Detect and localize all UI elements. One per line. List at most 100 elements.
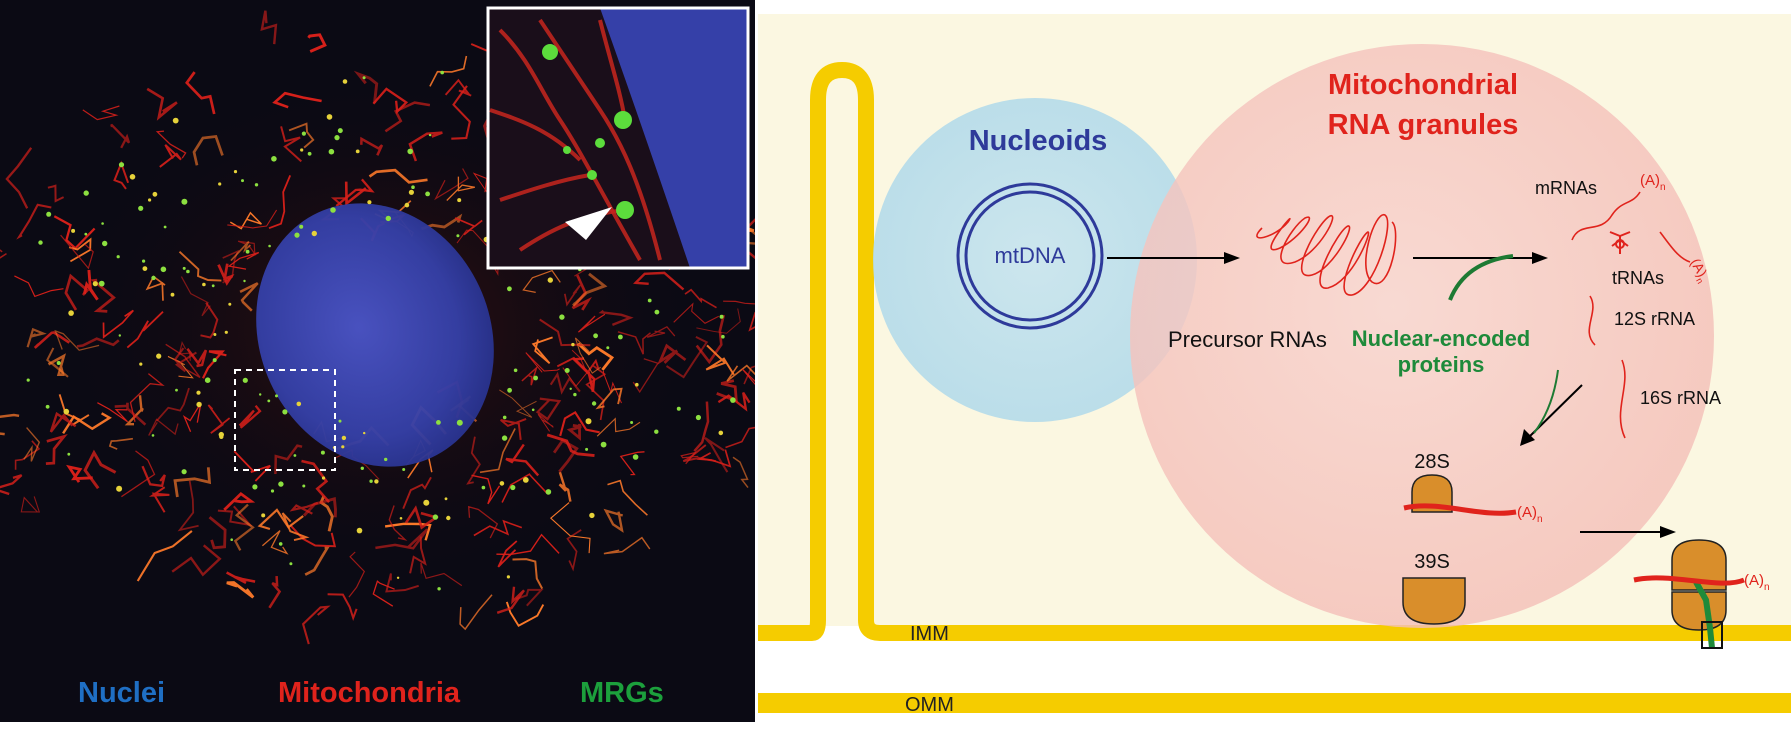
mitochondrion-filament [657, 343, 687, 365]
inset-mitochondria [489, 18, 662, 261]
mrna-polya: (A)n [1640, 172, 1666, 193]
mitochondrion-filament [574, 337, 602, 374]
mitochondrion-filament [53, 215, 96, 250]
mitochondrion-filament [598, 309, 634, 327]
mitochondrion-filament [607, 479, 648, 516]
mrg-dot [118, 162, 125, 168]
mitochondrion-filament [0, 474, 23, 496]
schematic-panel: IMM OMM Nucleoids mtDNA Mitochondrial RN… [758, 14, 1791, 716]
mrg-dot [502, 415, 507, 420]
mitochondrion-filament [725, 426, 755, 449]
green-curved-arrow-assembly [1533, 369, 1559, 434]
mrg-dot [278, 542, 283, 546]
mitochondrion-filament [33, 331, 71, 349]
mrg-dot [337, 128, 343, 134]
mrg-dot [695, 414, 702, 421]
mitochondrion-filament [148, 418, 179, 436]
mrg-dot [204, 377, 211, 384]
mitochondrion-filament [268, 576, 282, 609]
mrg-dot [440, 70, 445, 75]
mitochondrion-filament [388, 505, 408, 541]
mitochondrion-filament [90, 278, 116, 313]
mitochondrion-filament [473, 519, 523, 537]
mrg-dot [243, 279, 246, 283]
mitochondrion-filament [260, 10, 278, 45]
mrg-dot [654, 309, 660, 315]
mrg-dot [374, 479, 379, 484]
mrnas-label: mRNAs [1535, 178, 1597, 198]
mrg-dot [311, 230, 317, 237]
mitochondrion-filament [434, 168, 469, 201]
mrg-dot [186, 269, 190, 274]
mitochondrion-filament [23, 427, 41, 462]
legend-mrgs: MRGs [580, 677, 664, 709]
inset-mrg [614, 111, 632, 129]
mitochondrion-filament [159, 144, 182, 168]
mrg-dot [721, 334, 725, 339]
mitochondrion-filament [603, 536, 651, 555]
mitochondrion-filament [446, 176, 475, 201]
mitochondrion-filament [148, 486, 170, 513]
mrg-dot [338, 419, 342, 423]
mrg-dot [593, 333, 598, 339]
mitochondrion-filament [705, 344, 735, 376]
mitochondrion-filament [54, 329, 100, 351]
mitochondrion-filament [521, 365, 539, 386]
mrg-dot [326, 114, 333, 120]
mrg-dot [101, 222, 104, 225]
mitochondrion-filament [505, 443, 540, 477]
mitochondrion-filament [319, 495, 334, 532]
nucleoid-region [873, 98, 1197, 422]
mitochondrion-filament [726, 364, 755, 382]
mrg-dot [564, 368, 570, 373]
mrg-dot [437, 587, 441, 591]
mrg-dot [242, 377, 248, 383]
mitochondrion-filament [549, 502, 591, 554]
trnas-label: tRNAs [1612, 268, 1664, 288]
omm-label: OMM [905, 694, 954, 716]
mrg-dot [92, 281, 98, 287]
mitochondrion-filament [402, 476, 432, 510]
mitochondrion-filament [704, 437, 729, 473]
mrg-dot [278, 481, 284, 487]
mrg-dot [545, 489, 552, 495]
mrna-strand [1571, 191, 1641, 241]
mitochondrion-filament [83, 449, 117, 490]
rrna12-strand [1588, 295, 1596, 346]
mitochondrion-filament [180, 276, 211, 317]
precursor-label: Precursor RNAs [1168, 327, 1327, 352]
mitochondrion-filament [226, 581, 255, 599]
large-subunit-39s [1402, 577, 1466, 625]
mitochondrion-filament [539, 318, 591, 347]
mrg-dot [139, 362, 143, 366]
polya-subscript: n [1694, 276, 1705, 285]
mrg-dot [730, 397, 736, 403]
mitochondrion-filament [479, 428, 516, 474]
mrg-dot [282, 409, 288, 415]
inset-mrg [542, 44, 558, 60]
mitochondrion-filament [743, 365, 755, 385]
mitochondrion-filament [335, 178, 375, 207]
mitochondrion-filament [693, 401, 710, 453]
mrg-dot [68, 310, 74, 316]
mrg-dot [328, 148, 335, 155]
mrg-dot [531, 408, 535, 412]
mrg-dot [369, 479, 373, 483]
mitochondrion-filament [496, 533, 560, 556]
mitochondrion-filament [272, 91, 322, 109]
mitochondrion-filament [288, 122, 315, 149]
mitochondrion-filament [572, 272, 608, 307]
mitochondrion-filament [16, 203, 52, 240]
mrg-dot [320, 450, 325, 455]
arrowhead-icon [565, 207, 612, 240]
mrg-dot [163, 225, 167, 229]
mrg-dot [585, 418, 592, 425]
mitochondrion-filament [173, 347, 197, 373]
mitochondrion-filament [558, 471, 572, 502]
mrg-dot [233, 170, 238, 174]
mitochondrion-filament [208, 516, 227, 550]
mrg-dot [654, 429, 659, 434]
mitochondrion-filament [684, 288, 717, 309]
mrg-dot [569, 387, 572, 390]
